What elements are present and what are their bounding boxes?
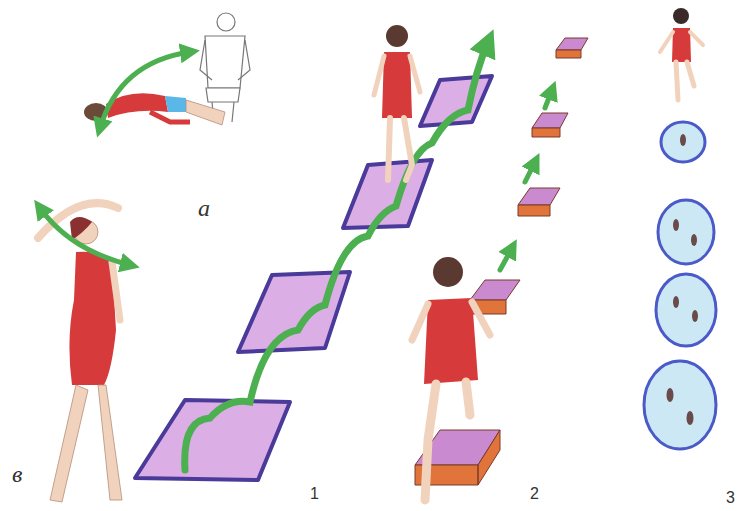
figure-label: а [198, 196, 210, 220]
brick-side [532, 128, 560, 137]
legs [388, 118, 412, 180]
head [433, 257, 463, 287]
dress [424, 298, 478, 384]
arrow [500, 248, 512, 270]
circle [656, 274, 716, 346]
circle [661, 122, 705, 162]
footprint [687, 411, 694, 425]
figure-label: 1 [310, 486, 319, 502]
shirt [672, 28, 691, 62]
legs [186, 100, 225, 125]
arm [112, 262, 120, 320]
feet [150, 112, 190, 122]
brick-top [556, 38, 588, 50]
motion-arrow [100, 52, 190, 128]
figure-label: 3 [726, 490, 735, 506]
arrow [545, 90, 552, 108]
shorts [165, 96, 186, 112]
running-woman [374, 25, 420, 180]
brick-top [532, 113, 568, 128]
legs [50, 385, 122, 502]
brick-top [470, 280, 520, 300]
shorts [206, 88, 240, 102]
circle [644, 361, 716, 449]
arms [200, 40, 250, 80]
arms [374, 56, 420, 95]
arrow [525, 162, 535, 182]
torso [205, 36, 245, 88]
motion-arrow [40, 208, 130, 265]
footprint [692, 310, 698, 322]
dress [382, 52, 412, 118]
footprint [673, 219, 679, 231]
arms [660, 32, 703, 52]
head [217, 13, 235, 31]
brick-side [556, 50, 581, 58]
brick-top [518, 188, 560, 205]
circle [658, 200, 714, 264]
standing-man [200, 13, 250, 122]
arms [412, 302, 490, 340]
swimsuit [69, 252, 116, 385]
legs [676, 62, 694, 100]
footprint [667, 388, 674, 402]
footprints [667, 134, 699, 425]
footprint [673, 296, 679, 308]
step-arrows [500, 90, 552, 270]
side-bend-woman [38, 203, 122, 502]
jump-path [185, 42, 488, 470]
bricks [415, 38, 588, 485]
head [673, 8, 689, 24]
circles [644, 122, 716, 449]
figure-label: 2 [530, 486, 539, 502]
running-woman [412, 257, 490, 500]
legs [425, 382, 470, 500]
footprint [680, 134, 686, 146]
head [386, 25, 408, 47]
footprint [691, 234, 697, 246]
hair [70, 217, 92, 240]
brick-side [518, 205, 550, 216]
running-person [660, 8, 703, 100]
figure-label: в [12, 462, 22, 486]
